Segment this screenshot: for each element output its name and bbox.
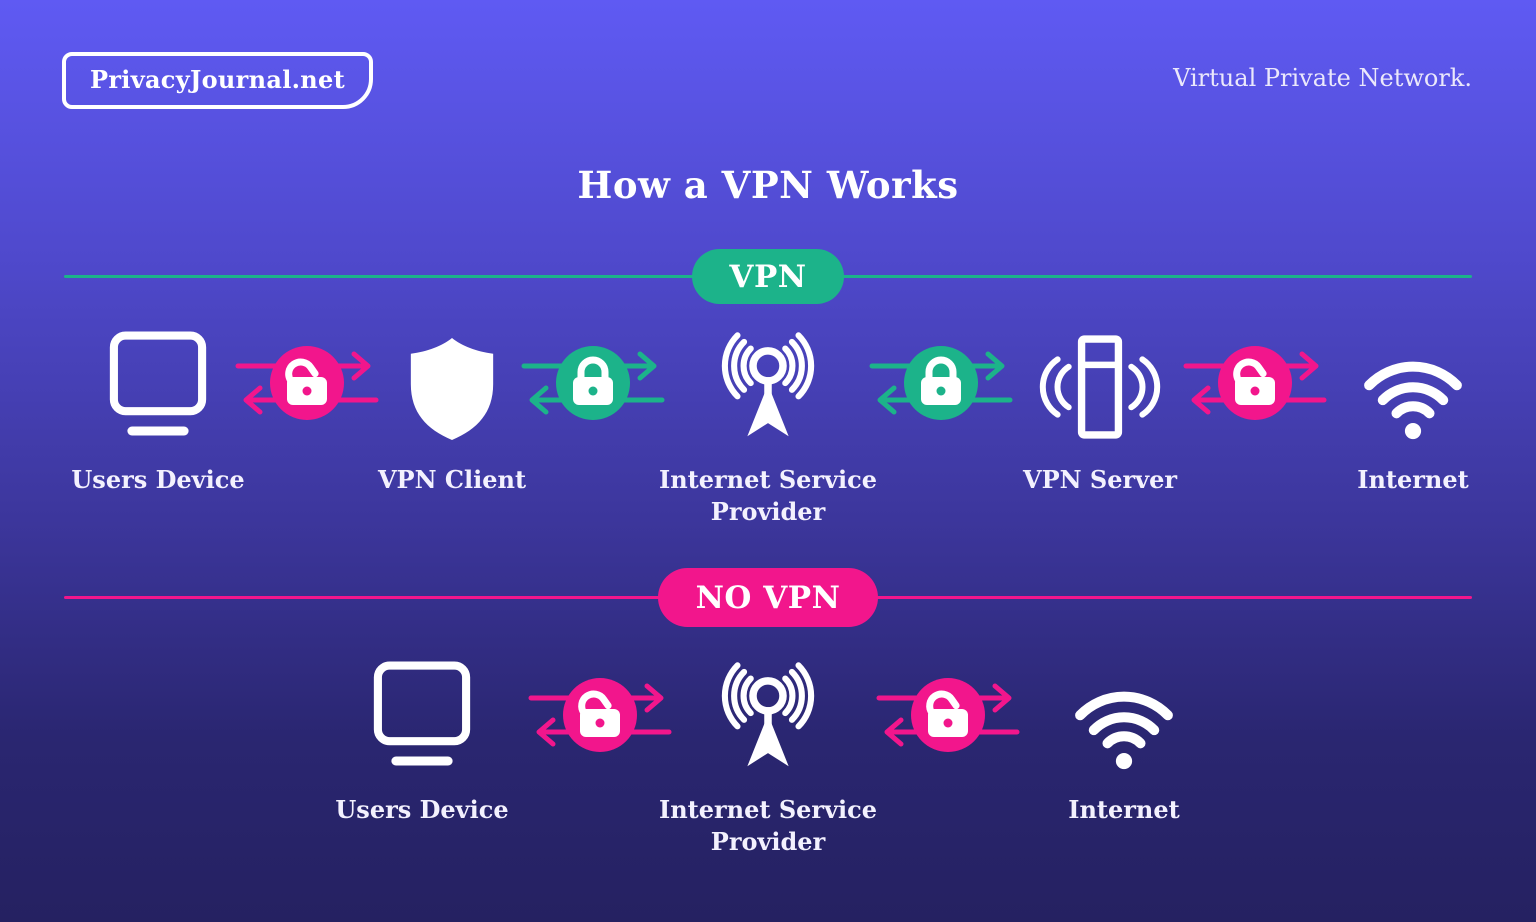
no-vpn-badge: NO VPN — [658, 568, 878, 627]
wifi-icon — [1062, 650, 1186, 774]
logo: PrivacyJournal.net — [62, 52, 373, 109]
antenna-icon — [707, 322, 829, 444]
node-label: Internet — [1068, 795, 1180, 824]
node-label: VPN Client — [377, 465, 527, 494]
node-vpn-server: VPN Server — [1000, 322, 1200, 496]
wifi-icon — [1351, 322, 1475, 444]
node-isp: Internet Service Provider — [658, 650, 878, 859]
node-users-device: Users Device — [58, 322, 258, 496]
unencrypted-link-icon — [1183, 346, 1327, 420]
logo-text: PrivacyJournal.net — [90, 65, 345, 94]
encrypted-link-icon — [869, 346, 1013, 420]
node-label: Internet Service Provider — [658, 465, 878, 527]
node-label: Users Device — [335, 795, 509, 824]
node-internet: Internet — [1313, 322, 1513, 496]
node-label: Users Device — [71, 465, 245, 494]
node-vpn-client: VPN Client — [352, 322, 552, 496]
node-isp: Internet Service Provider — [658, 322, 878, 529]
tagline: Virtual Private Network. — [1173, 64, 1472, 92]
encrypted-link-icon — [521, 346, 665, 420]
node-label: Internet Service Provider — [658, 795, 878, 857]
shield-icon — [403, 322, 501, 444]
node-label: Internet — [1357, 465, 1469, 494]
monitor-icon — [104, 322, 212, 444]
page-title: How a VPN Works — [577, 163, 959, 207]
node-label: VPN Server — [1022, 465, 1178, 494]
unencrypted-link-icon — [528, 678, 672, 752]
antenna-icon — [707, 650, 829, 774]
unencrypted-link-icon — [876, 678, 1020, 752]
vpn-badge: VPN — [692, 249, 844, 304]
unencrypted-link-icon — [235, 346, 379, 420]
server-icon — [1030, 322, 1170, 444]
node-internet: Internet — [1024, 650, 1224, 826]
node-users-device: Users Device — [322, 650, 522, 826]
monitor-icon — [368, 650, 476, 774]
